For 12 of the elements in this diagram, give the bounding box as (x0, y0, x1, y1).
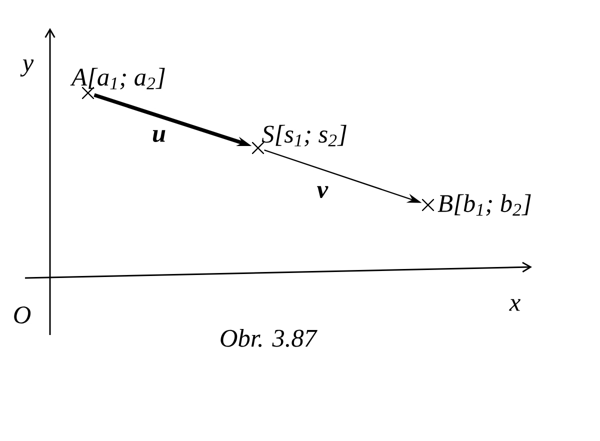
point-label: A[a$_{1}$; a$_{2}$] (70, 68, 165, 90)
point-marker (252, 142, 264, 154)
vector-label: u (152, 130, 166, 142)
vector-label: v (317, 186, 328, 198)
axis-label: O (14, 306, 31, 324)
caption: Obr. 3.87 (220, 329, 318, 347)
point-marker (82, 87, 94, 99)
point-label: S[s$_{1}$; s$_{2}$] (262, 124, 346, 146)
point-marker (422, 199, 434, 211)
axis-label: x (509, 299, 520, 311)
point-label: B[b$_{1}$; b$_{2}$] (438, 194, 531, 216)
axis-label: y (20, 59, 34, 77)
